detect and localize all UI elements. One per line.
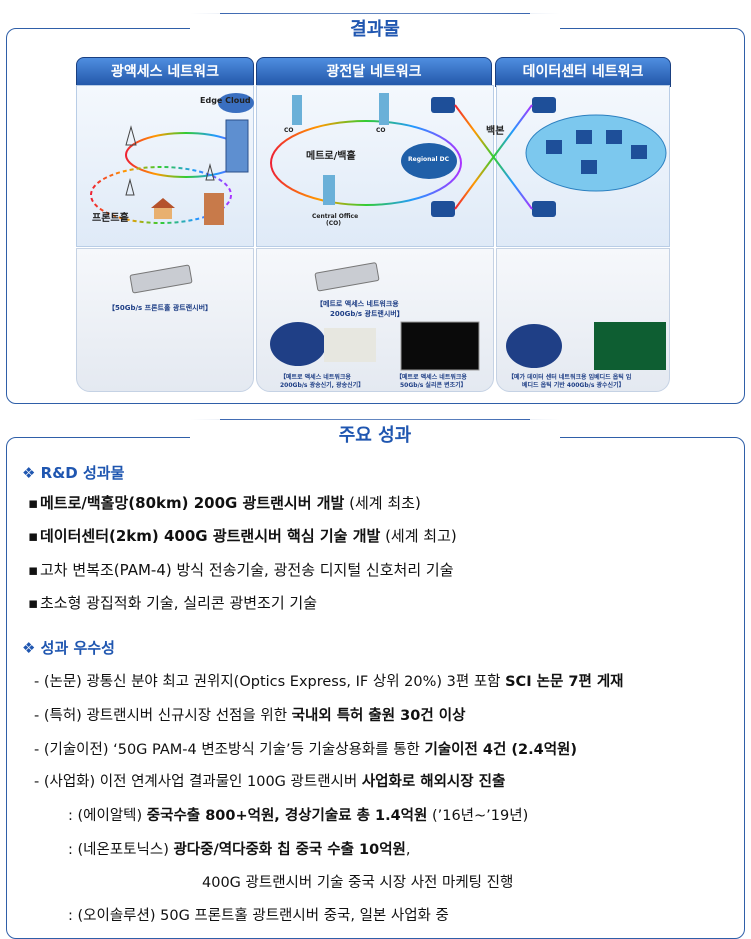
access-network-diagram — [76, 85, 254, 247]
header-optical-transport: 광전달 네트워크 — [256, 57, 492, 87]
edge-cloud-label: Edge Cloud — [200, 96, 251, 105]
rd-item: ▪고차 변복조(PAM-4) 방식 전송기술, 광전송 디지털 신호처리 기술 — [28, 561, 454, 579]
rd-section-title: ❖ R&D 성과물 — [22, 464, 125, 482]
results-title: 결과물 — [190, 13, 560, 45]
header-optical-access: 광액세스 네트워크 — [76, 57, 254, 87]
caption-mod-line1: 【메트로 액세스 네트워크용 — [396, 374, 467, 381]
excellence-item: - (특허) 광트랜시버 신규시장 선점을 위한 국내외 특허 출원 30건 이… — [34, 708, 466, 724]
header-datacenter: 데이터센터 네트워크 — [495, 57, 671, 87]
caption-200g-line1: 【메트로 액세스 네트워크용 — [316, 300, 399, 308]
caption-dc-line2: 베디드 옵틱 기반 400Gb/s 광수신기】 — [522, 382, 625, 389]
regional-dc-label: Regional DC — [408, 156, 450, 163]
rd-item: ▪데이터센터(2km) 400G 광트랜시버 핵심 기술 개발 (세계 최고) — [28, 527, 457, 545]
commercialization-item: 400G 광트랜시버 기술 중국 시장 사전 마케팅 진행 — [202, 875, 514, 891]
caption-dc-line1: 【메가 데이터 센터 네트워크용 임베디드 옵틱 임 — [508, 374, 632, 381]
backbone-label: 백본 — [486, 126, 505, 137]
central-office-abbr: (CO) — [326, 220, 341, 227]
caption-tx-line1: 【메트로 액세스 네트워크용 — [280, 374, 351, 381]
rd-item: ▪메트로/백홀망(80km) 200G 광트랜시버 개발 (세계 최초) — [28, 494, 421, 512]
regional-dc-cloud — [401, 143, 457, 179]
excellence-item: - (기술이전) ‘50G PAM-4 변조방식 기술’등 기술상용화를 통한 … — [34, 742, 578, 758]
excellence-item: - (사업화) 이전 연계사업 결과물인 100G 광트랜시버 사업화로 해외시… — [34, 774, 506, 790]
metro-backhaul-label: 메트로/백홀 — [306, 151, 356, 162]
product-photos — [129, 262, 666, 371]
commercialization-item: : (네온포토닉스) 광다중/역다중화 칩 중국 수출 10억원, — [68, 842, 411, 858]
commercialization-item: : (오이솔루션) 50G 프론트홀 광트랜시버 중국, 일본 사업화 중 — [68, 908, 449, 924]
achievements-title: 주요 성과 — [190, 419, 560, 451]
caption-tx-line2: 200Gb/s 광송신기, 광송신기】 — [280, 382, 365, 389]
rd-item: ▪초소형 광집적화 기술, 실리콘 광변조기 기술 — [28, 594, 318, 612]
cloud-icon — [218, 93, 254, 113]
co-label-2: CO — [376, 127, 386, 134]
central-office-label: Central Office — [312, 213, 359, 220]
caption-50g-fronthaul: 【50Gb/s 프론트홀 광트랜시버】 — [108, 304, 213, 312]
caption-mod-line2: 50Gb/s 실리콘 변조기】 — [400, 382, 467, 389]
excellence-item: - (논문) 광통신 분야 최고 권위지(Optics Express, IF … — [34, 674, 624, 690]
co-label-1: CO — [284, 127, 294, 134]
excellence-section-title: ❖ 성과 우수성 — [22, 639, 115, 657]
network-illustration — [90, 93, 667, 225]
transceiver-module-icon — [129, 264, 193, 294]
commercialization-item: : (에이알텍) 중국수출 800+억원, 경상기술료 총 1.4억원 (’16… — [68, 808, 529, 824]
fronthaul-label: 프론트홀 — [92, 213, 129, 224]
caption-200g-line2: 200Gb/s 광트랜시버】 — [330, 310, 404, 318]
